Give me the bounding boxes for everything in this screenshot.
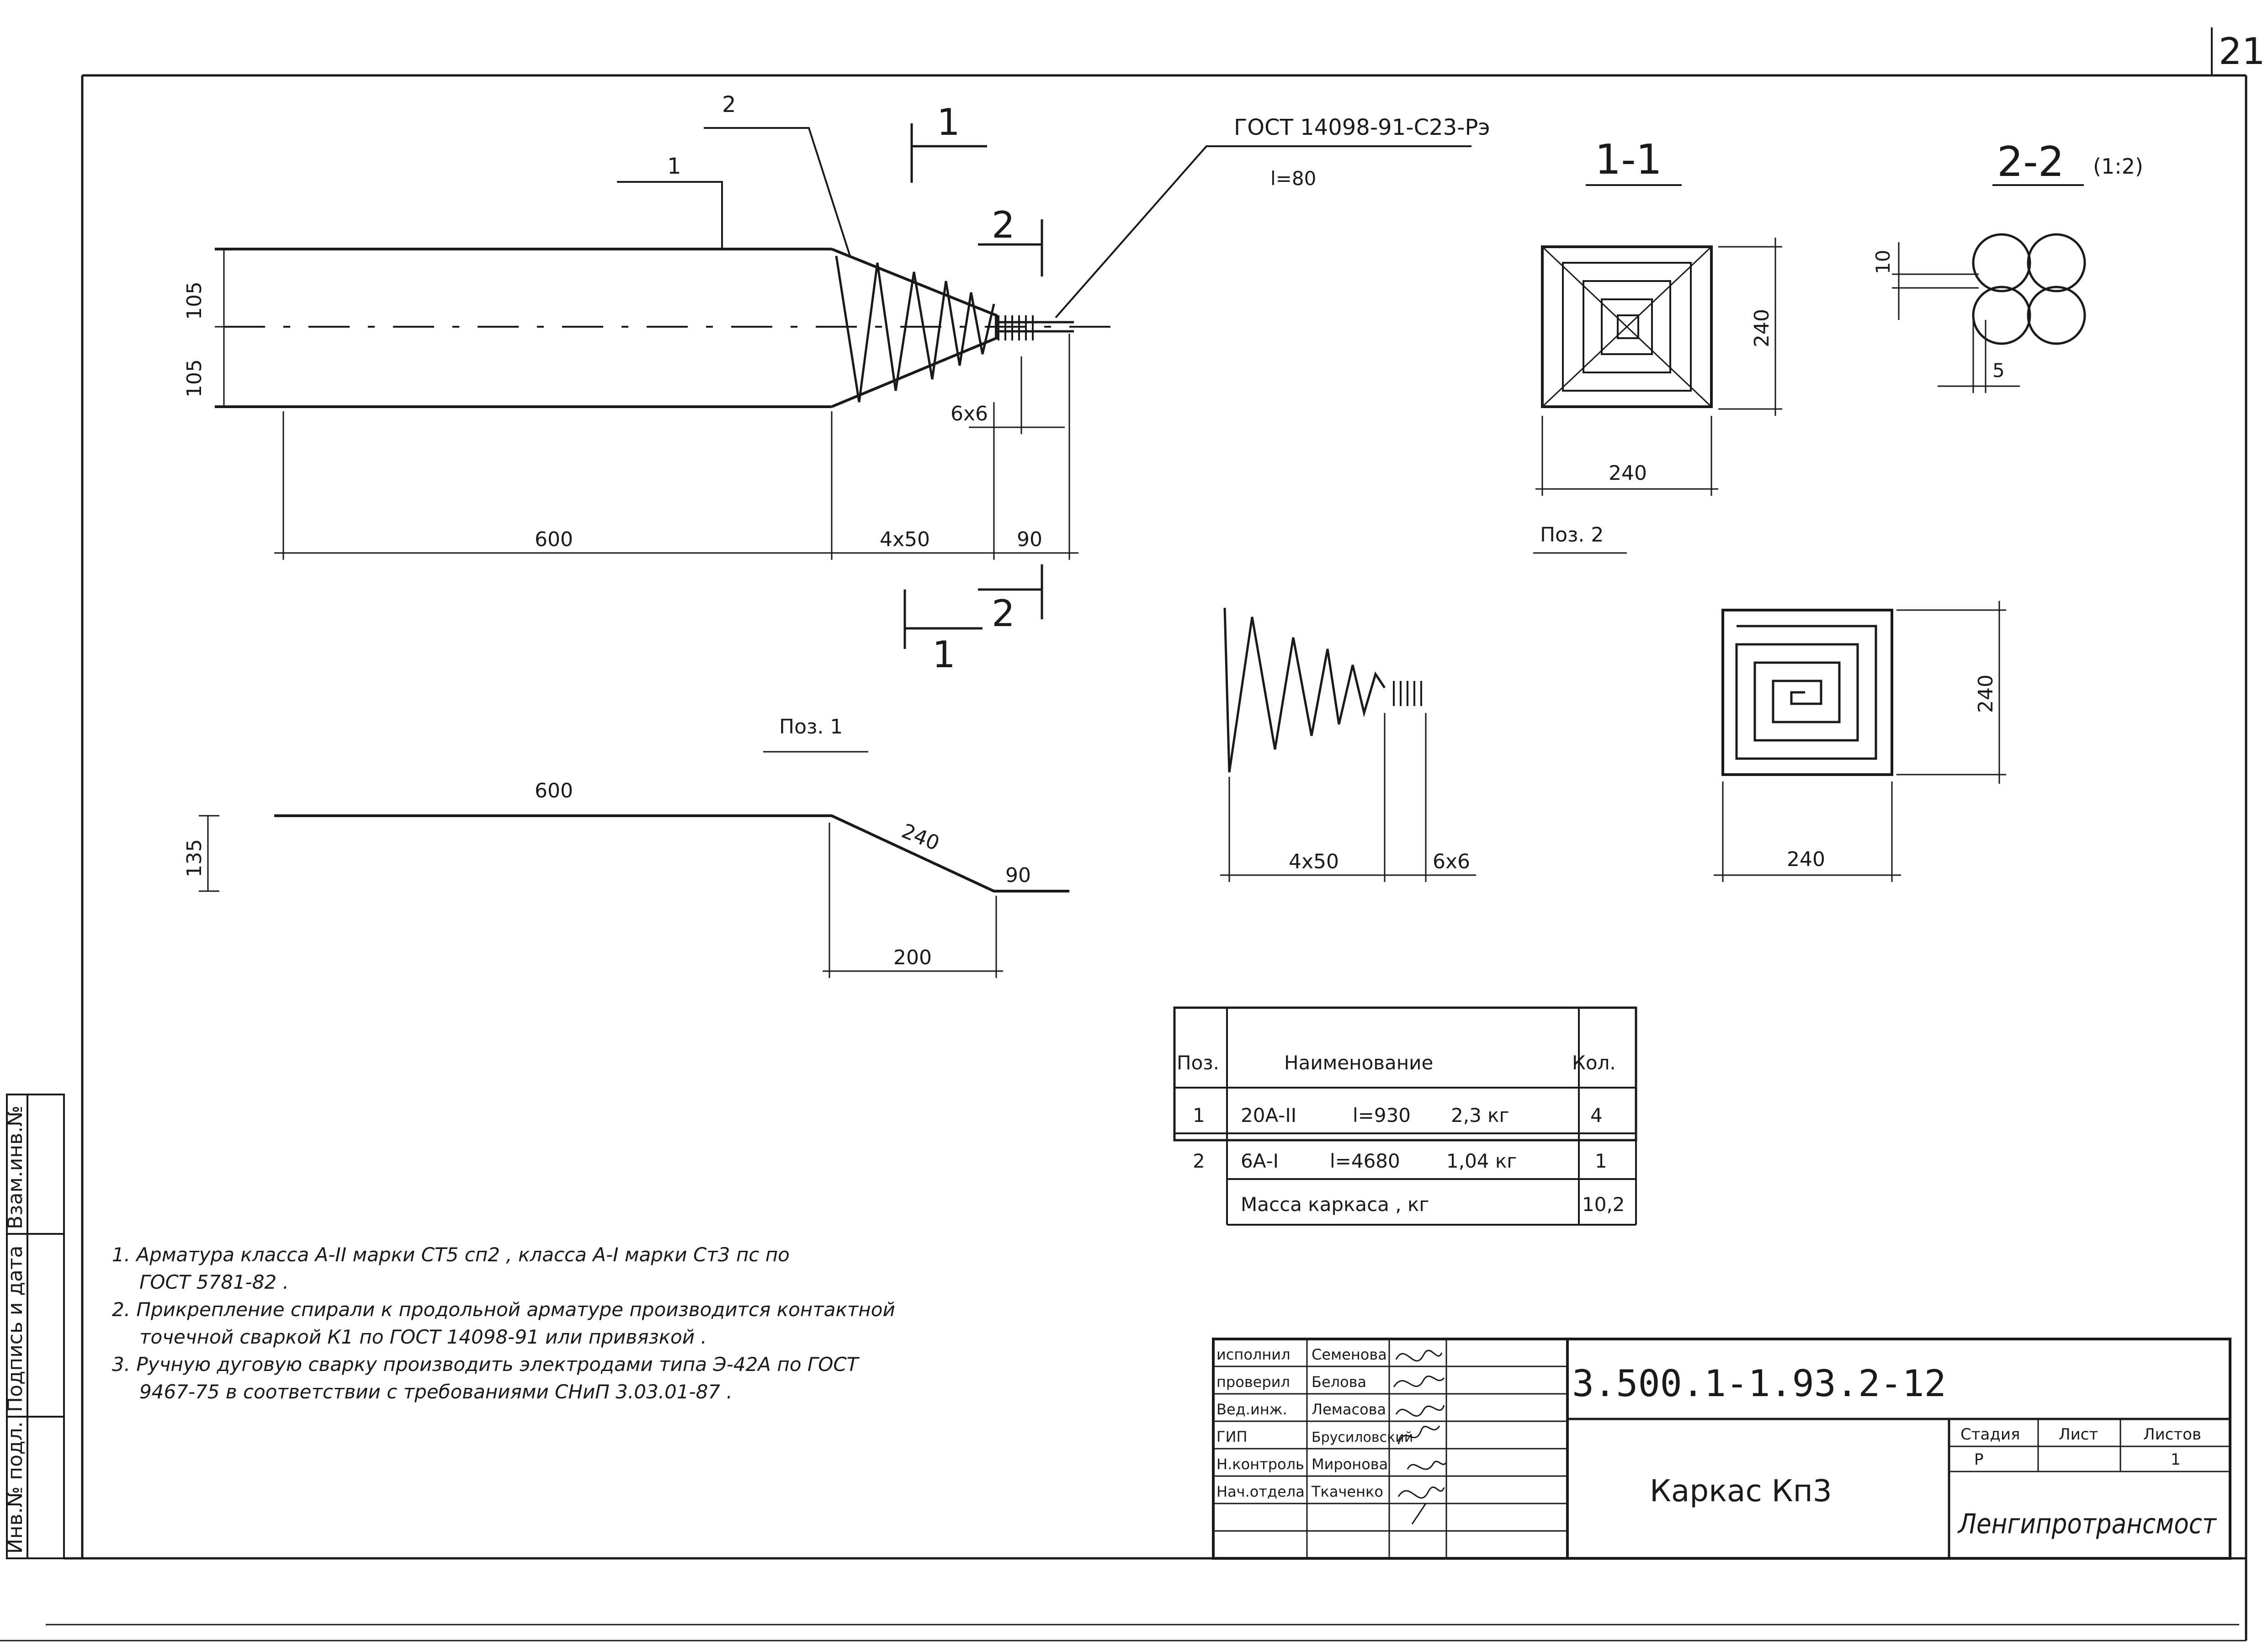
spec-row-2-mass: 1,04 кг <box>1446 1150 1517 1172</box>
sheets-header: Листов <box>2143 1425 2201 1444</box>
role-5: Нач.отдела <box>1216 1483 1305 1500</box>
sheets-value: 1 <box>2171 1450 2181 1469</box>
dim-600: 600 <box>535 528 573 551</box>
role-3: ГИП <box>1216 1428 1248 1445</box>
spec-row-2-pos: 2 <box>1193 1150 1205 1172</box>
pos-1-dim-90: 90 <box>1005 864 1031 887</box>
drawing-title: Каркас Кп3 <box>1650 1473 1832 1509</box>
section-2-2-dim-5: 5 <box>1992 359 2005 382</box>
spec-header-name: Наименование <box>1284 1052 1433 1074</box>
sheet-number: 21 <box>2219 30 2265 73</box>
section-1-1-title: 1-1 <box>1595 136 1662 184</box>
pos-1-label: Поз. 1 <box>779 715 843 738</box>
note-line-5: 3. Ручную дуговую сварку производить эле… <box>112 1353 860 1376</box>
signatures <box>1393 1349 1447 1525</box>
strip-box-replace-inv: Взам.инв.№ <box>4 1105 27 1229</box>
section-1-1: 1-1 240 240 Поз. 2 <box>1533 136 1782 554</box>
section-1-bottom-mark: 1 <box>932 633 956 676</box>
spec-row-1-qty: 4 <box>1590 1104 1603 1126</box>
pos-2-dim-4x50: 4x50 <box>1289 850 1339 873</box>
role-0-name: Семенова <box>1312 1346 1387 1363</box>
spec-row-2-name: 6А-I <box>1241 1150 1279 1172</box>
sheet-header: Лист <box>2059 1425 2098 1444</box>
dim-105-top: 105 <box>183 282 206 320</box>
role-4-name: Миронова <box>1312 1456 1388 1473</box>
spec-total-label: Масса каркаса , кг <box>1241 1193 1429 1216</box>
role-2: Вед.инж. <box>1216 1401 1287 1418</box>
section-2-top-mark: 2 <box>992 204 1015 246</box>
doc-code: 3.500.1-1.93.2-12 <box>1572 1362 1946 1405</box>
dim-4x50: 4x50 <box>880 528 930 551</box>
dim-90: 90 <box>1017 528 1042 551</box>
spec-row-2-qty: 1 <box>1595 1150 1607 1172</box>
pos-2-detail: 4x50 6x6 240 240 <box>1220 601 2006 882</box>
left-strip: Взам.инв.№ Подпись и дата Инв.№ подл. <box>4 1094 65 1559</box>
tail-coils <box>998 315 1034 340</box>
dim-6x6: 6x6 <box>951 402 988 425</box>
section-2-2-title: 2-2 <box>1997 138 2064 186</box>
section-2-2: 2-2 (1:2) 10 5 <box>1872 138 2143 393</box>
section-2-bottom-mark: 2 <box>992 592 1015 635</box>
pos-2-tail-coils <box>1393 681 1422 706</box>
pos-1-dim-600: 600 <box>535 779 573 802</box>
main-view: 1 2 ГОСТ 14098-91-С23-Рэ l=80 1 1 2 2 10… <box>183 92 1490 676</box>
leader-2-label: 2 <box>722 92 736 117</box>
spec-table: Поз. Наименование Кол. 1 20А-II l=930 2,… <box>1173 1006 1637 1226</box>
spec-row-1-length: l=930 <box>1353 1104 1411 1126</box>
dim-105-bottom: 105 <box>183 359 206 398</box>
strip-box-signature-date: Подпись и дата <box>4 1246 27 1412</box>
role-3-name: Брусиловский <box>1312 1429 1413 1445</box>
note-line-6: 9467-75 в соответствии с требованиями СН… <box>139 1381 733 1403</box>
title-block: исполнил Семенова проверил Белова Вед.ин… <box>1212 1338 2231 1560</box>
spec-total-value: 10,2 <box>1582 1193 1625 1216</box>
role-4: Н.контроль <box>1216 1456 1304 1473</box>
pos-2-dim-6x6: 6x6 <box>1433 850 1470 873</box>
pos-2-dim-bottom: 240 <box>1787 848 1825 871</box>
length-note: l=80 <box>1270 167 1316 190</box>
pos-1-dim-135: 135 <box>183 839 206 877</box>
spec-header-pos: Поз. <box>1177 1052 1219 1074</box>
section-1-1-dim-bottom: 240 <box>1609 462 1647 485</box>
role-5-name: Ткаченко <box>1311 1483 1383 1500</box>
pos-2-label: Поз. 2 <box>1540 523 1604 547</box>
note-line-1: 1. Арматура класса А-II марки СТ5 сп2 , … <box>112 1243 790 1266</box>
strip-box-original-inv: Инв.№ подл. <box>4 1421 27 1554</box>
role-2-name: Лемасова <box>1312 1401 1386 1418</box>
stage-value: Р <box>1974 1450 1984 1469</box>
section-1-1-dim-side: 240 <box>1750 309 1774 347</box>
section-2-2-scale: (1:2) <box>2093 154 2143 179</box>
spec-row-2-length: l=4680 <box>1330 1150 1400 1172</box>
general-notes: 1. Арматура класса А-II марки СТ5 сп2 , … <box>112 1243 895 1403</box>
pos-1-detail: Поз. 1 600 240 90 135 200 <box>183 715 1069 978</box>
section-2-2-dim-10: 10 <box>1872 250 1894 274</box>
spec-row-1-name: 20А-II <box>1241 1104 1296 1126</box>
note-line-4: точечной сваркой К1 по ГОСТ 14098-91 или… <box>139 1326 707 1348</box>
role-1: проверил <box>1216 1373 1290 1391</box>
spec-row-1-pos: 1 <box>1193 1104 1205 1126</box>
organization: Ленгипротрансмост <box>1957 1508 2217 1540</box>
section-1-top-mark: 1 <box>937 101 960 143</box>
leader-1-label: 1 <box>667 154 681 179</box>
pos-2-dim-side: 240 <box>1974 675 1997 713</box>
note-line-3: 2. Прикрепление спирали к продольной арм… <box>112 1298 895 1321</box>
role-1-name: Белова <box>1312 1373 1366 1391</box>
gost-callout: ГОСТ 14098-91-С23-Рэ <box>1234 115 1490 140</box>
pos-1-dim-200: 200 <box>893 946 932 969</box>
spec-header-qty: Кол. <box>1572 1052 1616 1074</box>
role-0: исполнил <box>1216 1346 1291 1363</box>
spec-row-1-mass: 2,3 кг <box>1451 1104 1509 1126</box>
note-line-2: ГОСТ 5781-82 . <box>139 1271 289 1293</box>
stage-header: Стадия <box>1960 1425 2020 1444</box>
